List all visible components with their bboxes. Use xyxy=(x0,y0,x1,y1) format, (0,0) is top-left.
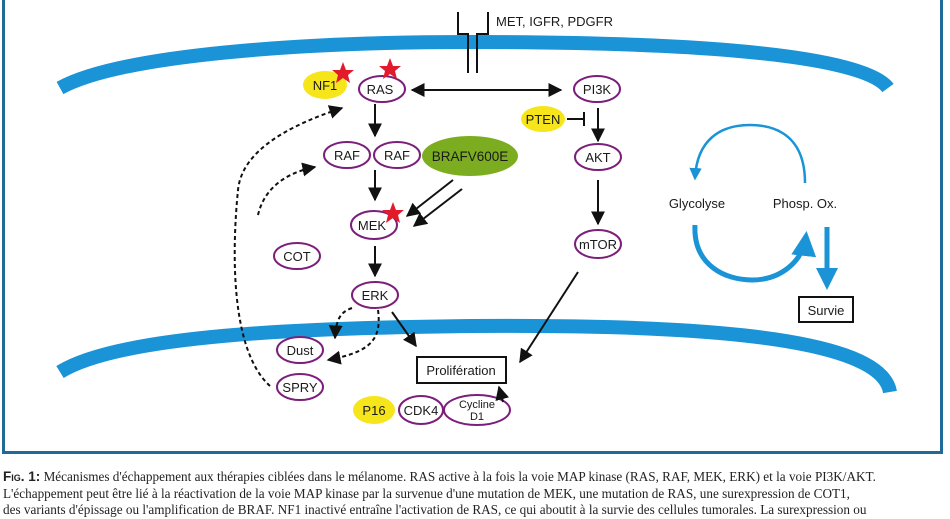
braf-v600e-label: BRAFV600E xyxy=(432,149,509,164)
braf-mek-arrow-2 xyxy=(412,188,463,227)
spry-label: SPRY xyxy=(282,380,317,395)
erk-label: ERK xyxy=(362,288,389,303)
raf2-node xyxy=(373,141,421,169)
akt-label: AKT xyxy=(585,150,610,165)
pathway-svg: MET, IGFR, PDGFR NF1 RAS PI3K PTEN RAF R… xyxy=(56,12,897,426)
dust-node xyxy=(276,336,324,364)
survie-box xyxy=(798,296,854,323)
caption-line-1-text: Mécanismes d'échappement aux thérapies c… xyxy=(43,469,876,484)
p16-node xyxy=(353,396,395,424)
spry-ras-dotted-feedback xyxy=(233,105,344,387)
ras-node xyxy=(358,75,406,103)
braf-v600e-node xyxy=(422,136,518,176)
nf1-mutation-star-icon xyxy=(332,62,354,83)
upper-membrane xyxy=(56,34,894,95)
cycline-label-line2: D1 xyxy=(470,411,484,423)
dust-label: Dust xyxy=(287,343,314,358)
survie-label: Survie xyxy=(808,303,845,318)
pten-node xyxy=(521,106,565,132)
receptor-label: MET, IGFR, PDGFR xyxy=(496,14,613,29)
spry-raf-dotted-feedback xyxy=(257,162,317,216)
spry-node xyxy=(276,373,324,401)
cot-node xyxy=(273,242,321,270)
ras-label: RAS xyxy=(367,82,394,97)
mek-mutation-star-icon xyxy=(382,202,404,223)
erk-spry-dotted-arrow xyxy=(326,309,380,365)
lower-membrane xyxy=(56,318,897,395)
erk-proliferation-arrow xyxy=(391,311,417,348)
pi3k-node xyxy=(573,75,621,103)
mtor-proliferation-arrow xyxy=(519,271,579,364)
pathway-diagram: MET, IGFR, PDGFR NF1 RAS PI3K PTEN RAF R… xyxy=(2,0,943,454)
figure-caption: Fig. 1: Mécanismes d'échappement aux thé… xyxy=(3,469,947,519)
braf-mek-arrow-1 xyxy=(405,179,454,217)
erk-dust-dotted-arrow xyxy=(328,307,353,340)
caption-line-1: Fig. 1: Mécanismes d'échappement aux thé… xyxy=(3,469,947,486)
pi3k-label: PI3K xyxy=(583,82,612,97)
erk-node xyxy=(351,281,399,309)
cdk4-label: CDK4 xyxy=(404,403,439,418)
proliferation-label: Prolifération xyxy=(426,363,495,378)
caption-line-3: des variants d'épissage ou l'amplificati… xyxy=(3,502,867,517)
receptor-icon xyxy=(457,12,489,73)
nf1-node xyxy=(303,71,347,99)
raf2-label: RAF xyxy=(384,148,410,163)
mtor-label: mTOR xyxy=(579,237,617,252)
p16-label: P16 xyxy=(362,403,385,418)
figure-frame xyxy=(2,0,943,454)
akt-node xyxy=(574,143,622,171)
phosp-survie-arrowhead xyxy=(816,268,838,290)
nf1-label: NF1 xyxy=(313,78,338,93)
cycline-proliferation-arrow xyxy=(495,385,510,403)
glycolyse-label: Glycolyse xyxy=(669,196,725,211)
cycline-d1-node xyxy=(443,394,511,426)
phosp-ox-label: Phosp. Ox. xyxy=(773,196,837,211)
cot-label: COT xyxy=(283,249,311,264)
ras-mutation-star-icon xyxy=(379,58,401,79)
mek-node xyxy=(350,210,398,240)
cycline-label-line1: Cycline xyxy=(459,399,495,411)
caption-line-2: L'échappement peut être lié à la réactiv… xyxy=(3,485,850,501)
figure-label: Fig. 1: xyxy=(3,469,41,484)
pten-label: PTEN xyxy=(526,112,561,127)
phosp-to-glycolyse-arc xyxy=(689,123,807,184)
mek-label: MEK xyxy=(358,218,387,233)
proliferation-box xyxy=(416,356,507,384)
raf1-node xyxy=(323,141,371,169)
raf1-label: RAF xyxy=(334,148,360,163)
glycolyse-to-phosp-arc xyxy=(692,224,817,283)
mtor-node xyxy=(574,229,622,259)
